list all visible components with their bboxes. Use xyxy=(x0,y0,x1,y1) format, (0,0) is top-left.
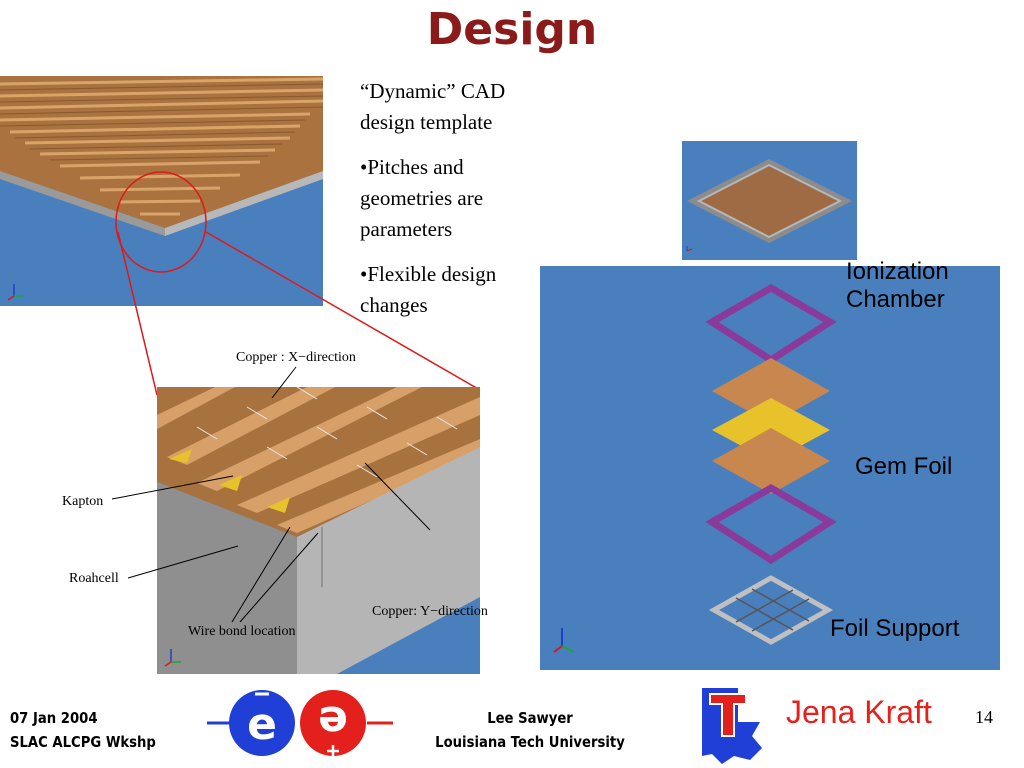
cad-detail-image xyxy=(157,387,480,674)
author-name: Jena Kraft xyxy=(786,694,932,730)
label-copper-y: Copper: Y−direction xyxy=(372,604,488,619)
cad-overview-drawing xyxy=(0,76,323,306)
page-number: 14 xyxy=(975,707,993,727)
footer-event: SLAC ALCPG Wkshp xyxy=(10,733,156,751)
svg-text:e: e xyxy=(318,696,348,747)
label-kapton: Kapton xyxy=(62,494,104,509)
label-gem-foil: Gem Foil xyxy=(855,453,953,480)
bullet-item: “Dynamic” CAD design template xyxy=(360,79,506,134)
chamber-assembled-image xyxy=(682,141,857,260)
exploded-stack-drawing xyxy=(540,266,1000,670)
cad-detail-drawing xyxy=(157,387,480,674)
slide-title: Design xyxy=(426,4,598,55)
footer-university: Louisiana Tech University xyxy=(435,733,625,751)
cad-overview-image xyxy=(0,76,323,306)
assembled-chamber-drawing xyxy=(682,141,857,260)
label-foil-support: Foil Support xyxy=(830,615,960,642)
footer-presenter: Lee Sawyer xyxy=(487,709,573,727)
bullet-item: •Flexible design changes xyxy=(360,262,497,317)
footer-left: 07 Jan 2004 SLAC ALCPG Wkshp xyxy=(10,706,156,754)
label-copper-x: Copper : X−direction xyxy=(236,350,356,365)
louisiana-tech-logo xyxy=(702,688,762,764)
electron-positron-logo: e e xyxy=(207,690,393,757)
bullet-list: “Dynamic” CAD design template •Pitches a… xyxy=(360,76,550,335)
footer-center: Lee Sawyer Louisiana Tech University xyxy=(405,706,655,754)
label-wire-bond: Wire bond location xyxy=(188,624,296,639)
svg-text:e: e xyxy=(247,699,277,750)
footer-date: 07 Jan 2004 xyxy=(10,709,98,727)
label-ionization-chamber: Ionization Chamber xyxy=(846,258,949,313)
bullet-item: •Pitches and geometries are parameters xyxy=(360,155,484,241)
exploded-stack-image xyxy=(540,266,1000,670)
label-roahcell: Roahcell xyxy=(69,571,119,586)
